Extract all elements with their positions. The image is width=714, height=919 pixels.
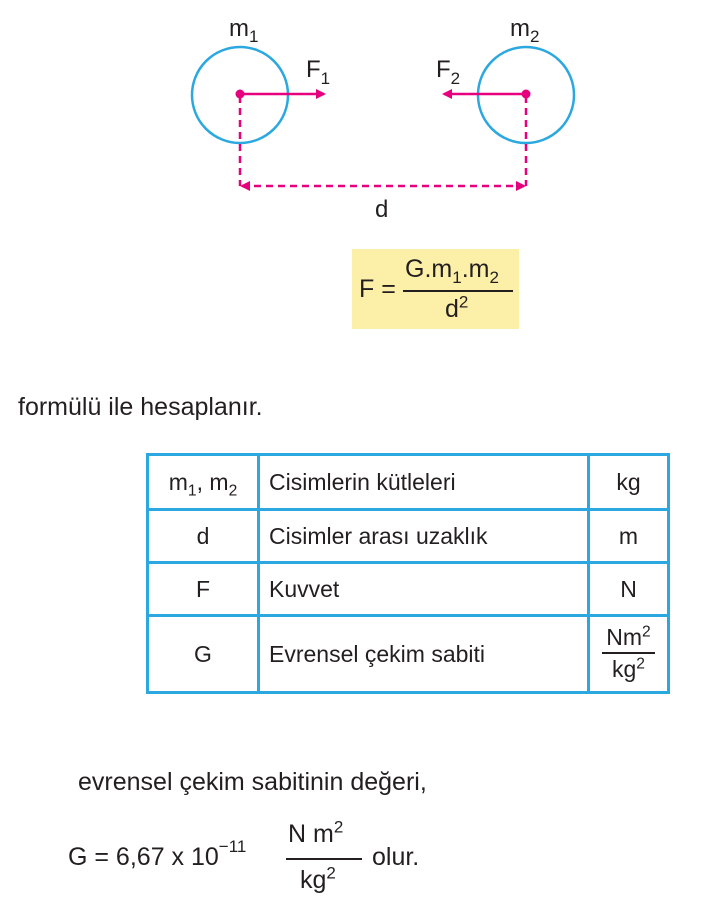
unit-cell: N [587,561,670,617]
g-intro-text: evrensel çekim sabitinin değeri, [78,768,427,796]
description-cell: Cisimlerin kütleleri [257,453,590,511]
description-cell: Evrensel çekim sabiti [257,614,590,694]
distance-label: d [375,196,388,223]
g-value-prefix: G = 6,67 x 10−11 [68,836,247,871]
symbol-cell: F [146,561,260,617]
symbol-cell: G [146,614,260,694]
formula-numerator: G.m1.m2 [405,255,499,287]
formula-lhs: F = [359,275,396,303]
description-cell: Cisimler arası uzaklık [257,508,590,564]
unit-cell: m [587,508,670,564]
formula-denominator: d2 [445,292,469,323]
unit-cell: Nm2 kg2 [587,614,670,694]
intro-text: formülü ile hesaplanır. [18,393,263,421]
force1-label: F1 [306,56,330,88]
g-value-expression: G = 6,67 x 10−11 N m2 kg2 olur. [68,816,468,906]
gravitation-diagram: m1 m2 F1 F2 d [190,15,576,223]
mass2-label: m2 [510,15,539,46]
table-row: m1, m2 Cisimlerin kütleleri kg [146,453,670,511]
unit-fraction: Nm2 kg2 [602,624,655,683]
table-row: F Kuvvet N [146,561,670,617]
mass1-label: m1 [229,15,258,46]
force2-label: F2 [436,56,460,88]
table-row: G Evrensel çekim sabiti Nm2 kg2 [146,614,670,694]
table-row: d Cisimler arası uzaklık m [146,508,670,564]
variables-table: m1, m2 Cisimlerin kütleleri kg d Cisimle… [146,453,670,694]
symbol-cell: m1, m2 [146,453,260,511]
g-unit-fraction-line [286,858,362,860]
gravitation-formula: F = G.m1.m2 d2 [352,249,519,329]
g-unit-denominator: kg2 [300,863,336,894]
symbol-cell: d [146,508,260,564]
g-value-suffix: olur. [372,843,420,871]
formula-fraction-line [403,290,513,292]
unit-cell: kg [587,453,670,511]
g-unit-numerator: N m2 [288,817,344,848]
description-cell: Kuvvet [257,561,590,617]
